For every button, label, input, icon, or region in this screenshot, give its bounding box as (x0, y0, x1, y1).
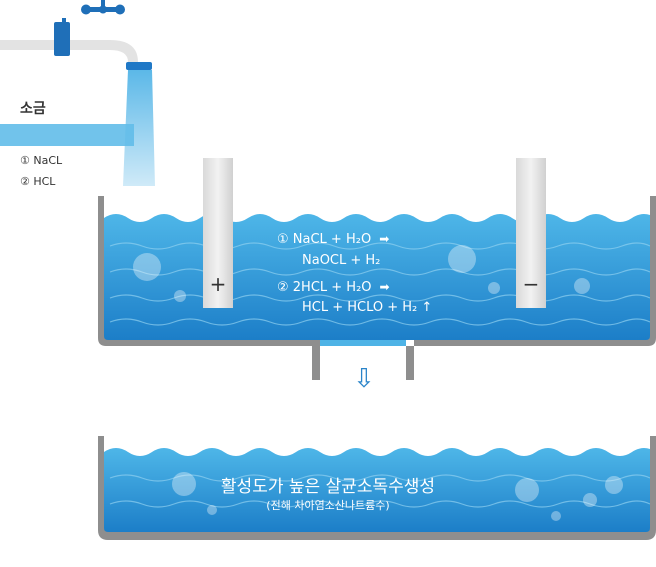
lower-tank-water (104, 448, 656, 532)
faucet (0, 0, 152, 70)
salt-item-nacl: ① NaCL (20, 154, 63, 167)
reaction-1-reactants: ① NaCL + H₂O ➡ (277, 232, 389, 247)
upper-tank-right-wall (406, 196, 656, 380)
lower-water-waves (109, 474, 651, 508)
reaction-2-reactants: ② 2HCL + H₂O ➡ (277, 280, 390, 295)
reaction-1-products: NaOCL + H₂ (302, 253, 381, 268)
valve-icon (54, 22, 70, 56)
faucet-nozzle-icon (126, 62, 152, 70)
anode-sign: + (209, 272, 227, 296)
reaction-2-products: HCL + HCLO + H₂ ↑ (302, 300, 433, 315)
salt-item-hcl: ② HCL (20, 175, 56, 188)
cathode-electrode (516, 158, 546, 308)
reaction-arrow-icon: ➡ (379, 280, 390, 294)
outlet-channel (320, 340, 406, 346)
reaction-2-text: ② 2HCL + H₂O (277, 280, 372, 295)
salt-title: 소금 (20, 101, 46, 117)
lower-bubbles (172, 472, 623, 521)
upper-bubbles (133, 245, 590, 302)
reaction-1-text: ① NaCL + H₂O (277, 232, 372, 247)
result-subtitle: (전해 차아염소산나트륨수) (266, 499, 390, 512)
result-title: 활성도가 높은 살균소독수생성 (220, 477, 436, 497)
salt-supply-band (0, 124, 134, 146)
reaction-arrow-icon: ➡ (379, 232, 390, 246)
cathode-sign: − (522, 272, 540, 296)
upper-tank-left-wall (98, 196, 320, 380)
anode-electrode (203, 158, 233, 308)
down-arrow-icon: ⇩ (353, 364, 375, 394)
water-stream (123, 70, 155, 186)
